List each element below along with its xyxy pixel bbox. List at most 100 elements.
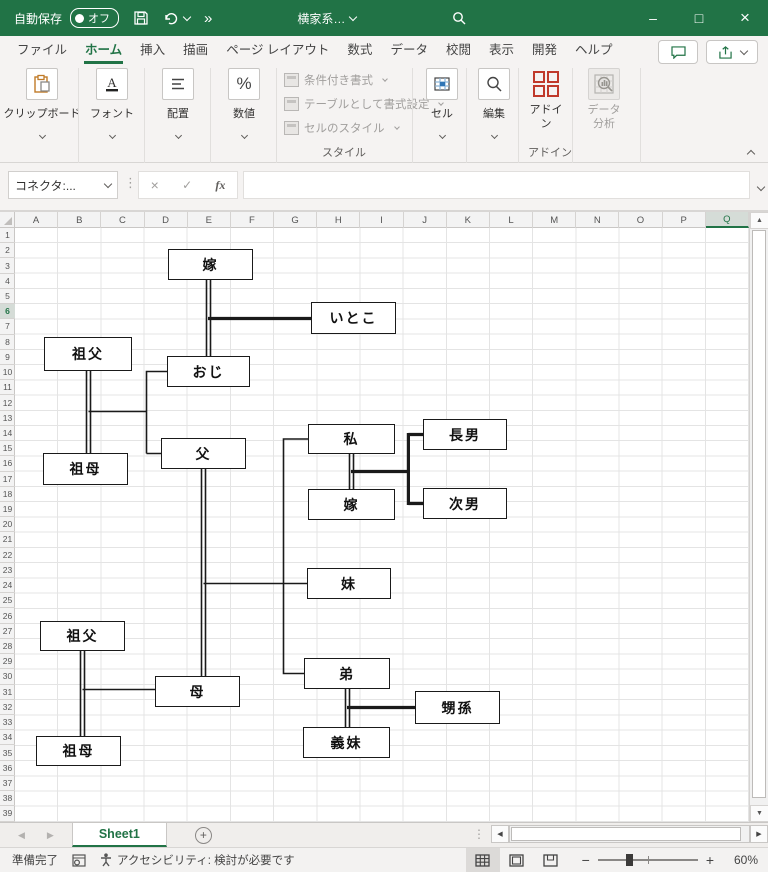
row-header-15[interactable]: 15	[0, 441, 15, 457]
tree-node-祖母[interactable]: 祖母	[43, 453, 128, 485]
normal-view-button[interactable]	[465, 848, 500, 872]
tree-node-嫁[interactable]: 嫁	[168, 249, 253, 280]
style-item-条件付き書式[interactable]: 条件付き書式	[284, 72, 443, 88]
number-group-button[interactable]: % 数値	[214, 68, 274, 141]
formula-bar-expand-chevron[interactable]	[753, 179, 766, 193]
zoom-slider-thumb[interactable]	[625, 854, 633, 866]
tree-node-弟[interactable]: 弟	[304, 658, 390, 689]
tab-開発[interactable]: 開発	[531, 43, 557, 57]
column-header-E[interactable]: E	[188, 212, 231, 228]
page-break-view-button[interactable]	[534, 848, 568, 872]
row-header-27[interactable]: 27	[0, 624, 15, 639]
editing-group-button[interactable]: 編集	[470, 68, 518, 141]
tree-node-嫁[interactable]: 嫁	[308, 489, 395, 520]
save-button[interactable]	[133, 10, 149, 26]
row-header-28[interactable]: 28	[0, 639, 15, 655]
row-header-34[interactable]: 34	[0, 730, 15, 746]
search-button[interactable]	[451, 10, 467, 26]
insert-function-button[interactable]: fx	[215, 177, 226, 192]
data-analysis-button[interactable]: データ分析	[576, 68, 632, 132]
column-header-Q[interactable]: Q	[705, 212, 749, 228]
scroll-left-button[interactable]: ◀	[491, 825, 509, 843]
tab-ホーム[interactable]: ホーム	[76, 34, 131, 64]
scrollbar-grip[interactable]: ⋮	[473, 827, 485, 841]
row-header-31[interactable]: 31	[0, 685, 15, 700]
tree-node-祖父[interactable]: 祖父	[44, 337, 132, 371]
macro-record-icon[interactable]	[72, 853, 86, 867]
column-header-A[interactable]: A	[15, 212, 59, 228]
tree-node-おじ[interactable]: おじ	[167, 356, 250, 387]
maximize-button[interactable]: □	[694, 10, 704, 26]
row-header-9[interactable]: 9	[0, 350, 15, 365]
column-header-C[interactable]: C	[101, 212, 145, 228]
share-button[interactable]	[706, 40, 758, 64]
row-header-23[interactable]: 23	[0, 563, 15, 579]
minimize-button[interactable]: –	[649, 10, 657, 26]
row-header-2[interactable]: 2	[0, 243, 15, 259]
row-header-11[interactable]: 11	[0, 380, 15, 396]
column-header-K[interactable]: K	[447, 212, 490, 228]
row-header-36[interactable]: 36	[0, 761, 15, 776]
tab-校閲[interactable]: 校閲	[445, 43, 471, 57]
toolbar-overflow-button[interactable]: »	[204, 9, 213, 27]
zoom-out-button[interactable]: −	[581, 852, 590, 868]
tree-node-次男[interactable]: 次男	[423, 488, 507, 519]
row-header-8[interactable]: 8	[0, 335, 15, 350]
tab-ページ レイアウト[interactable]: ページ レイアウト	[226, 43, 330, 57]
row-header-14[interactable]: 14	[0, 426, 15, 442]
column-header-N[interactable]: N	[576, 212, 620, 228]
row-header-25[interactable]: 25	[0, 593, 15, 609]
cancel-button[interactable]: ×	[150, 177, 159, 193]
prev-sheet-button[interactable]: ◀	[18, 829, 25, 840]
row-header-18[interactable]: 18	[0, 487, 15, 502]
tree-node-長男[interactable]: 長男	[423, 419, 507, 450]
row-header-26[interactable]: 26	[0, 608, 15, 624]
clipboard-group-button[interactable]: クリップボード	[4, 68, 81, 141]
addins-button[interactable]: アドイン	[522, 68, 570, 132]
row-header-35[interactable]: 35	[0, 745, 15, 761]
row-header-24[interactable]: 24	[0, 578, 15, 594]
column-header-J[interactable]: J	[404, 212, 447, 228]
document-title[interactable]: 横家系…	[297, 10, 358, 27]
scroll-up-button[interactable]: ▲	[750, 212, 768, 229]
tree-node-祖母[interactable]: 祖母	[36, 736, 121, 766]
column-header-G[interactable]: G	[274, 212, 318, 228]
column-header-M[interactable]: M	[533, 212, 577, 228]
row-header-4[interactable]: 4	[0, 274, 15, 289]
select-all-corner[interactable]	[0, 212, 15, 228]
zoom-slider[interactable]	[597, 854, 698, 866]
tab-ファイル[interactable]: ファイル	[17, 43, 68, 57]
horizontal-scroll-thumb[interactable]	[511, 827, 741, 841]
row-header-38[interactable]: 38	[0, 791, 15, 807]
row-header-12[interactable]: 12	[0, 395, 15, 411]
tab-表示[interactable]: 表示	[488, 43, 514, 57]
column-header-I[interactable]: I	[360, 212, 404, 228]
undo-button[interactable]	[163, 10, 192, 26]
collapse-ribbon-button[interactable]	[743, 146, 756, 160]
row-header-7[interactable]: 7	[0, 319, 15, 335]
column-header-P[interactable]: P	[663, 212, 706, 228]
row-header-16[interactable]: 16	[0, 456, 15, 472]
scroll-right-button[interactable]: ▶	[750, 825, 768, 843]
column-header-H[interactable]: H	[317, 212, 361, 228]
tree-node-甥孫[interactable]: 甥孫	[415, 691, 500, 724]
style-item-テーブルとして書式設定[interactable]: テーブルとして書式設定	[284, 96, 445, 112]
column-header-D[interactable]: D	[145, 212, 188, 228]
row-header-22[interactable]: 22	[0, 548, 15, 563]
zoom-percentage[interactable]: 60%	[733, 853, 758, 867]
cells-group-button[interactable]: セル	[418, 68, 466, 141]
horizontal-scroll-track[interactable]	[509, 825, 750, 843]
accessibility-status[interactable]: アクセシビリティ: 検討が必要です	[100, 852, 295, 868]
tab-ヘルプ[interactable]: ヘルプ	[575, 43, 613, 57]
vertical-scroll-thumb[interactable]	[752, 230, 766, 798]
row-header-19[interactable]: 19	[0, 502, 15, 518]
tree-node-父[interactable]: 父	[161, 438, 246, 469]
row-header-33[interactable]: 33	[0, 715, 15, 731]
tree-node-妹[interactable]: 妹	[307, 568, 391, 599]
row-header-6[interactable]: 6	[0, 304, 15, 320]
row-header-3[interactable]: 3	[0, 258, 15, 274]
tree-node-祖父[interactable]: 祖父	[40, 621, 125, 651]
row-header-32[interactable]: 32	[0, 700, 15, 715]
row-header-39[interactable]: 39	[0, 806, 15, 822]
tab-数式[interactable]: 数式	[347, 43, 373, 57]
